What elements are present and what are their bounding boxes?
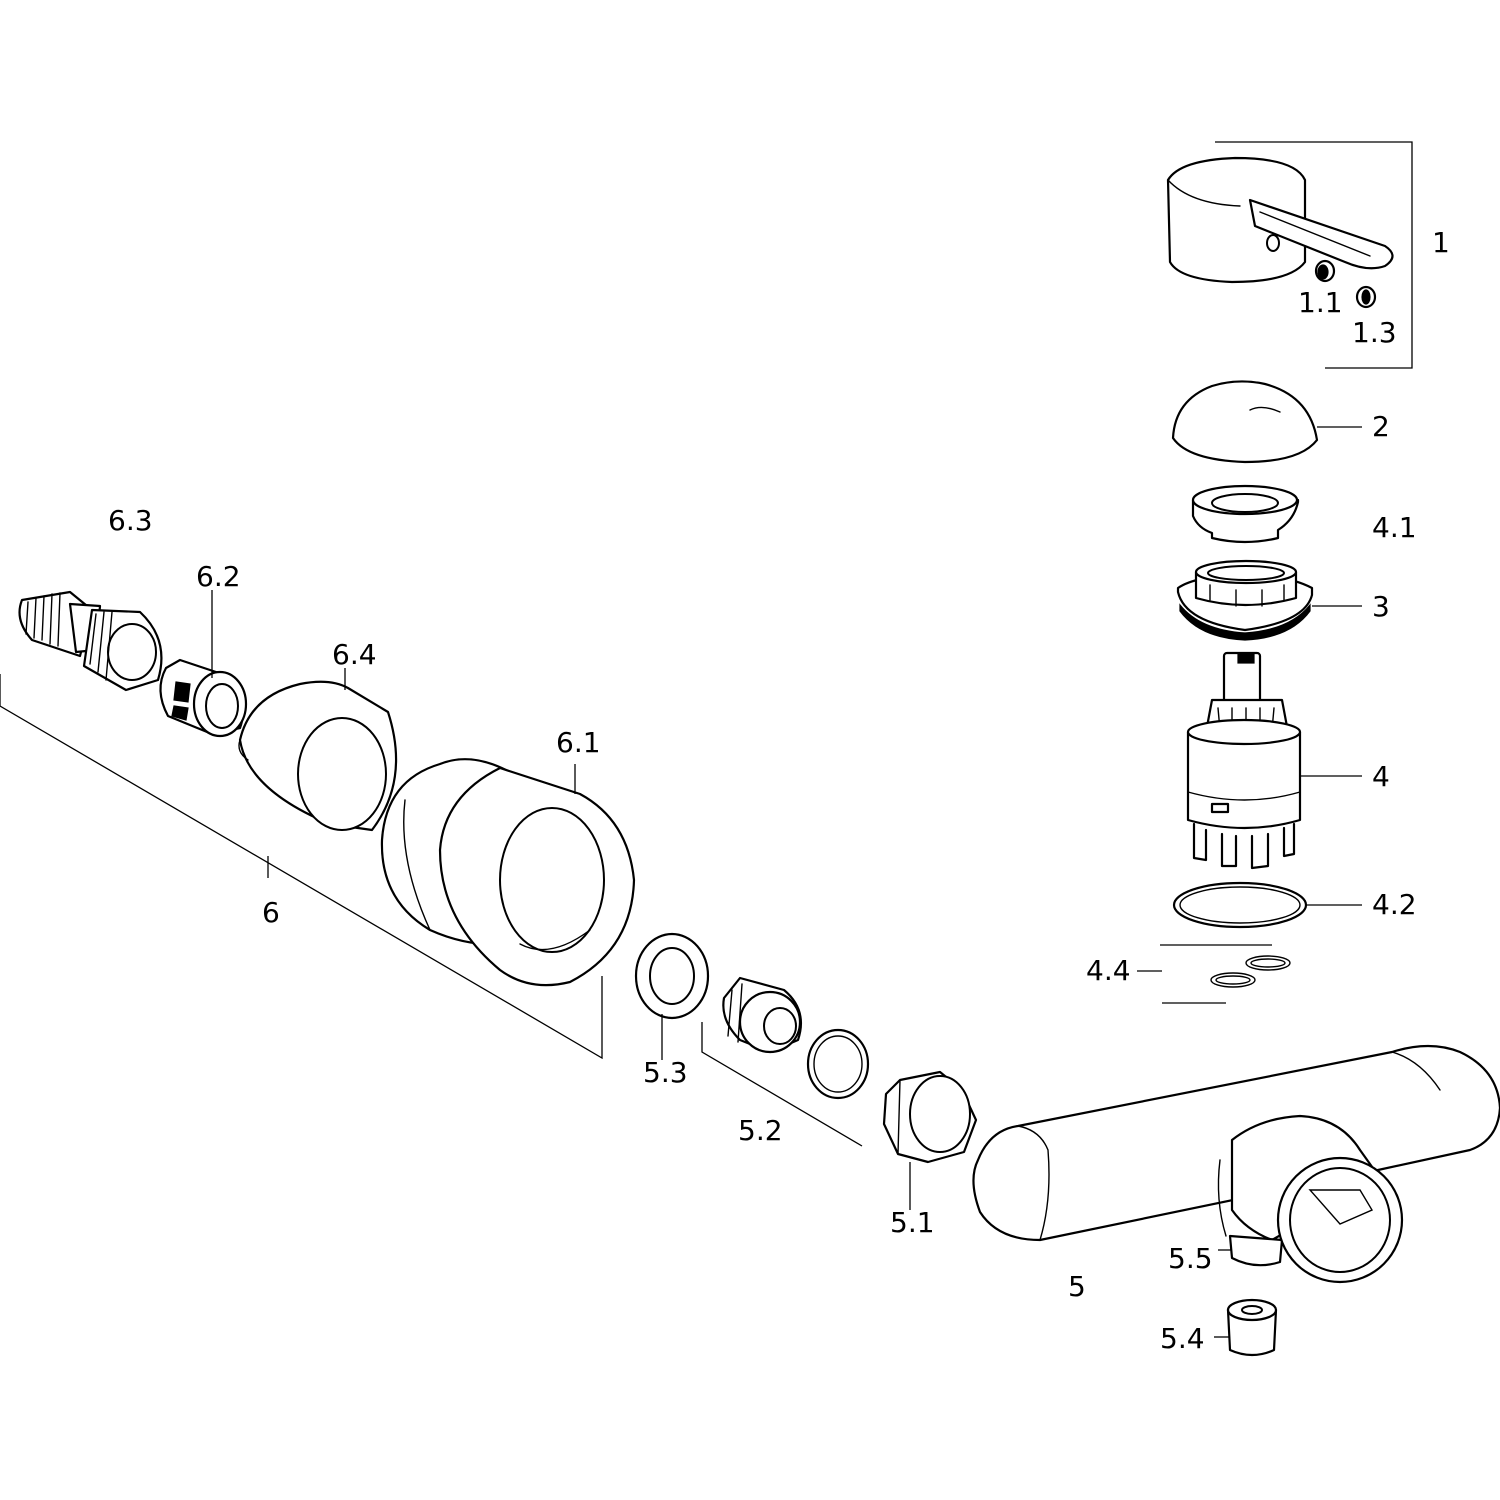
part-6-bracket [0, 674, 603, 1060]
part-5-1-union-nut [882, 1070, 978, 1164]
part-5-4-insert [1226, 1298, 1278, 1357]
part-5-3-washer [634, 932, 710, 1020]
label-1-3: 1.3 [1352, 316, 1397, 349]
label-5-5: 5.5 [1168, 1242, 1213, 1275]
label-6-3: 6.3 [108, 504, 153, 537]
label-3: 3 [1372, 590, 1390, 623]
label-4-1: 4.1 [1372, 511, 1417, 544]
label-1-1: 1.1 [1298, 286, 1343, 319]
label-5-2: 5.2 [738, 1114, 783, 1147]
part-2-cover-cap [1171, 380, 1319, 464]
label-1: 1 [1432, 226, 1450, 259]
part-4-1-ring-nut [1191, 484, 1300, 544]
label-4-2: 4.2 [1372, 888, 1417, 921]
label-6: 6 [262, 896, 280, 929]
part-3-nut-with-seal [1176, 559, 1314, 641]
label-5: 5 [1068, 1270, 1086, 1303]
part-5-2-fitting [722, 976, 802, 1054]
label-5-1: 5.1 [890, 1206, 935, 1239]
label-4-4: 4.4 [1086, 954, 1131, 987]
part-1-1-screw [1314, 259, 1336, 283]
label-6-4: 6.4 [332, 638, 377, 671]
part-5-2-bracket [701, 1022, 863, 1147]
label-6-2: 6.2 [196, 560, 241, 593]
part-6-4-sleeve [238, 680, 398, 832]
part-6-1-housing [380, 758, 636, 987]
label-5-4: 5.4 [1160, 1322, 1205, 1355]
part-1-lever-handle [1166, 156, 1394, 284]
label-4: 4 [1372, 760, 1390, 793]
part-6-2-filter-insert [159, 658, 248, 738]
part-4-4-small-seals [1160, 944, 1291, 1004]
label-2: 2 [1372, 410, 1390, 443]
label-6-1: 6.1 [556, 726, 601, 759]
part-4-2-o-ring [1172, 881, 1308, 929]
part-6-3-connector [18, 590, 163, 692]
label-5-3: 5.3 [643, 1056, 688, 1089]
part-5-mixer-body [972, 1044, 1500, 1284]
part-1-bracket [1215, 141, 1413, 369]
part-4-cartridge [1186, 651, 1302, 870]
part-1-3-screw [1355, 285, 1377, 309]
part-5-2-o-ring [806, 1028, 870, 1100]
